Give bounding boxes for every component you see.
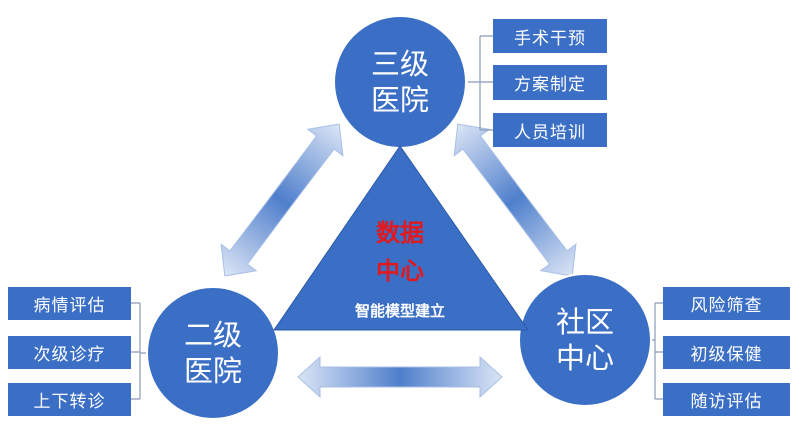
community-item: 随访评估 — [663, 383, 790, 416]
data-center-triangle — [273, 145, 529, 331]
node-label: 中心 — [555, 341, 614, 375]
node-label: 三级 — [370, 47, 429, 81]
community-item: 初级保健 — [663, 336, 790, 369]
node-secondary-circle — [146, 286, 280, 420]
secondary-item: 上下转诊 — [8, 383, 131, 416]
tertiary-item: 方案制定 — [493, 65, 607, 100]
node-label: 医院 — [370, 83, 429, 117]
node-tertiary: 三级医院 — [335, 46, 465, 118]
node-community-circle — [518, 273, 652, 407]
secondary-item: 次级诊疗 — [8, 336, 131, 369]
double-arrow-bottom — [297, 355, 503, 399]
connector-lines — [131, 35, 663, 400]
data-center-title: 数据中心 — [340, 214, 460, 290]
node-label: 医院 — [183, 354, 242, 388]
tertiary-item: 手术干预 — [493, 19, 607, 53]
center-title-line: 数据 — [376, 219, 424, 247]
community-item: 风险筛查 — [663, 287, 790, 320]
node-secondary: 二级医院 — [148, 317, 278, 389]
node-label: 社区 — [555, 305, 614, 339]
center-title-line: 中心 — [376, 257, 424, 285]
tertiary-item: 人员培训 — [493, 113, 607, 147]
node-community: 社区中心 — [520, 304, 650, 376]
secondary-item: 病情评估 — [8, 287, 131, 320]
node-label: 二级 — [183, 318, 242, 352]
data-center-subtitle: 智能模型建立 — [354, 302, 445, 320]
double-arrow-left — [220, 123, 344, 277]
